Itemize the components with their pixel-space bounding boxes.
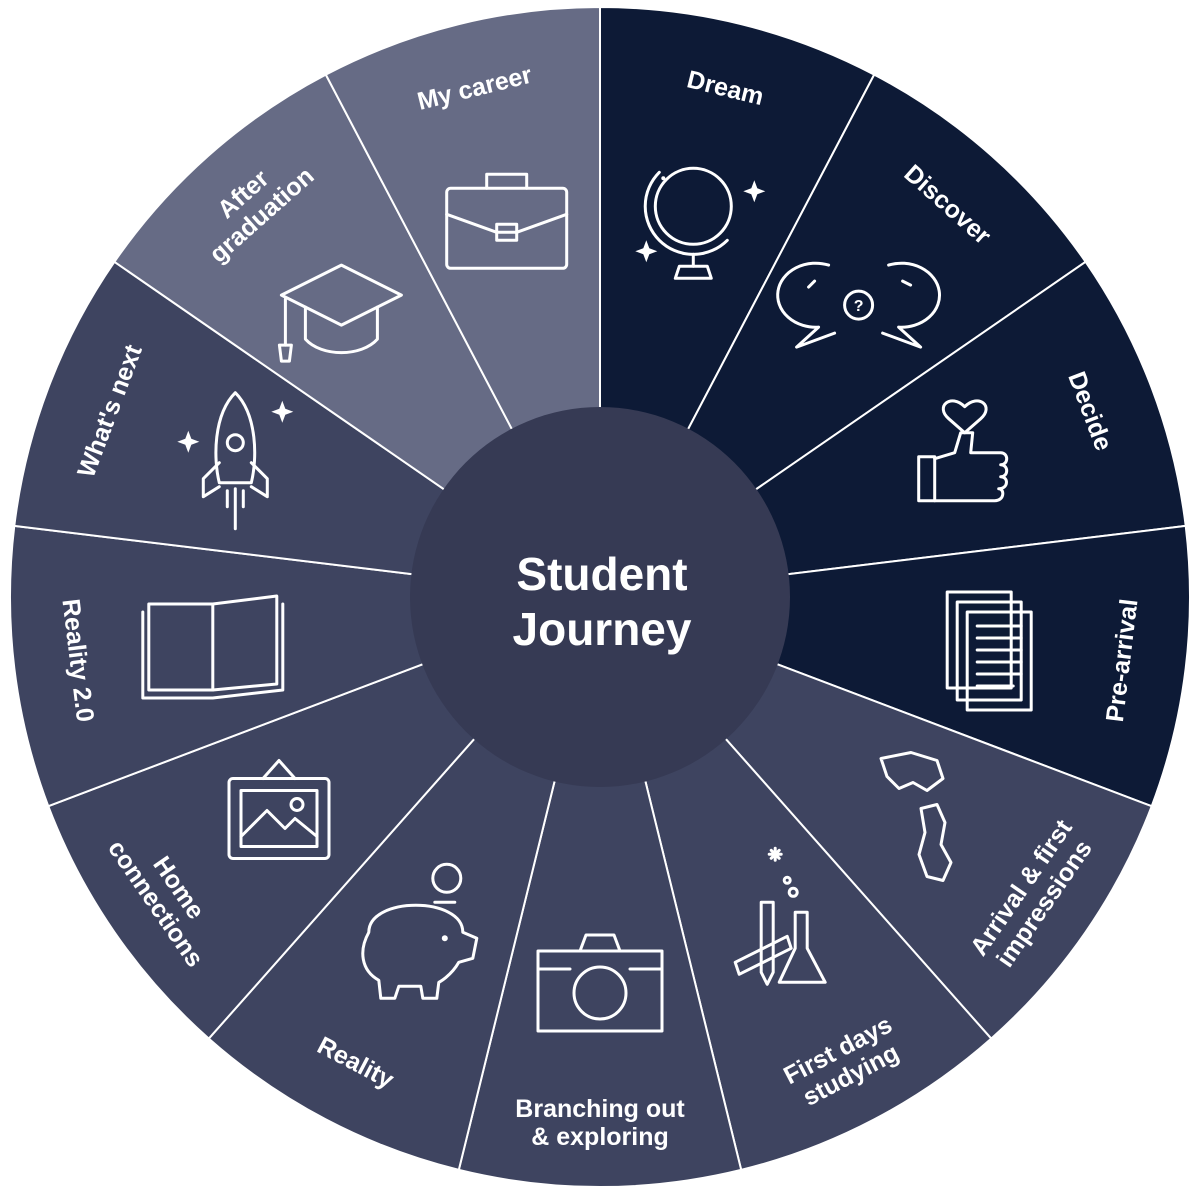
thumbs-up-heart-icon <box>917 399 1009 503</box>
segment-label-branching: Branching out& exploring <box>515 1095 685 1151</box>
graduation-cap-icon <box>277 263 403 363</box>
briefcase-icon <box>445 172 569 270</box>
documents-icon <box>945 590 1033 712</box>
center-circle <box>410 407 790 787</box>
map-icon <box>879 751 953 882</box>
speech-bubbles-icon: ? <box>776 261 941 349</box>
pencil-flask-icon <box>733 846 827 986</box>
segment-label-line: Branching out <box>515 1095 685 1123</box>
center-title-line1: Student <box>516 548 687 600</box>
center-title-line2: Journey <box>513 603 692 655</box>
open-book-icon <box>141 594 285 700</box>
piggy-bank-icon <box>361 862 479 1000</box>
rocket-icon <box>177 391 294 531</box>
picture-frame-icon <box>227 759 331 860</box>
globe-icon <box>635 166 766 280</box>
segment-label-line: & exploring <box>531 1123 669 1151</box>
camera-icon <box>536 933 664 1033</box>
svg-text:?: ? <box>854 298 864 315</box>
